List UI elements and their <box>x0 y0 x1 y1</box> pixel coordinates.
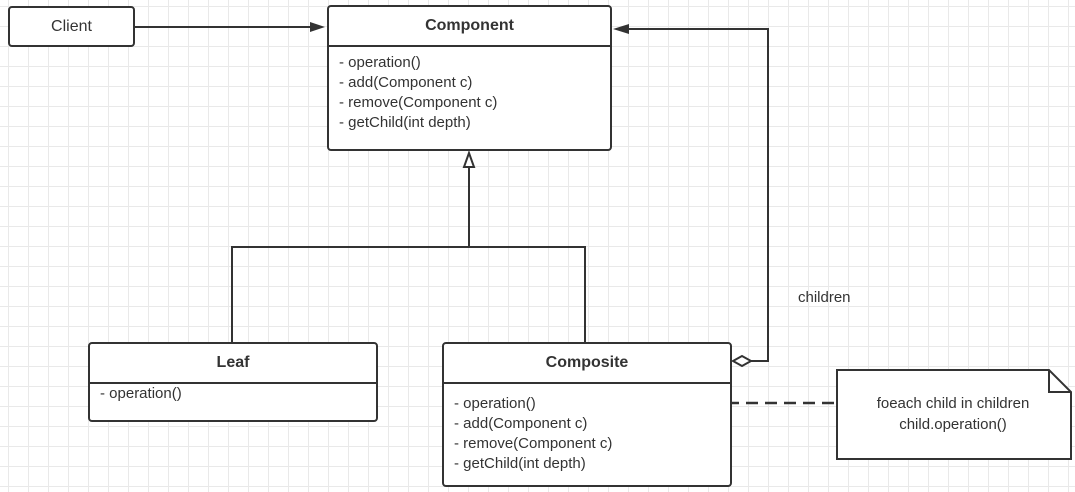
leaf-operation-item: - operation() <box>100 385 182 402</box>
aggregation-diamond-icon <box>730 354 754 368</box>
leaf-generalization-line[interactable] <box>231 246 586 343</box>
client-label: Client <box>51 17 92 35</box>
leaf-class[interactable]: Leaf - operation() <box>88 342 378 422</box>
note-shape[interactable] <box>836 369 1072 460</box>
component-operation-item: - getChild(int depth) <box>339 114 471 131</box>
composite-children-aggregation[interactable] <box>628 28 769 362</box>
composite-operation-item: - add(Component c) <box>454 415 588 432</box>
inheritance-triangle-icon <box>462 150 476 168</box>
component-operation-item: - add(Component c) <box>339 74 473 91</box>
composite-operation-item: - operation() <box>454 395 536 412</box>
client-box[interactable]: Client <box>8 6 135 47</box>
aggregation-arrowhead-icon <box>613 24 629 34</box>
component-operation-item: - operation() <box>339 54 421 71</box>
leaf-operations: - operation() <box>90 384 376 404</box>
component-operations: - operation() - add(Component c) - remov… <box>329 47 610 133</box>
component-operation-item: - remove(Component c) <box>339 94 498 111</box>
aggregation-label: children <box>798 289 851 306</box>
composite-class[interactable]: Composite - operation() - add(Component … <box>442 342 732 487</box>
association-arrowhead-icon <box>310 22 325 32</box>
composite-title: Composite <box>444 344 730 384</box>
composite-operation-item: - getChild(int depth) <box>454 455 586 472</box>
note-text: foeach child in children child.operation… <box>836 393 1070 435</box>
leaf-title: Leaf <box>90 344 376 384</box>
note-line: foeach child in children <box>876 395 1030 412</box>
component-class[interactable]: Component - operation() - add(Component … <box>327 5 612 151</box>
component-title: Component <box>329 7 610 47</box>
composite-operation-item: - remove(Component c) <box>454 435 613 452</box>
composite-operations: - operation() - add(Component c) - remov… <box>444 384 730 474</box>
note-line: child.operation() <box>899 416 1007 433</box>
